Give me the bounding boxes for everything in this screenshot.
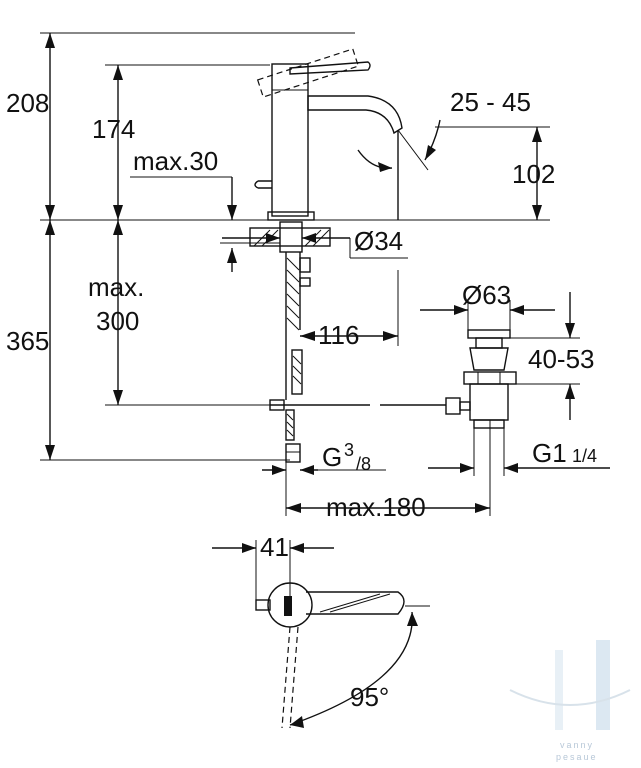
dim-diameter-63 (420, 300, 555, 330)
dim-label-180: max.180 (326, 492, 426, 522)
dim-label-40-53: 40-53 (528, 344, 595, 374)
dim-label-max30: max.30 (133, 146, 218, 176)
dim-40-53 (510, 292, 580, 420)
dim-label-g-den: /8 (356, 454, 371, 474)
dim-label-max: max. (88, 272, 144, 302)
dim-label-208: 208 (6, 88, 49, 118)
watermark-bar-2 (555, 650, 563, 730)
dim-label-g1-frac: 1/4 (572, 446, 597, 466)
dim-label-300: 300 (96, 306, 139, 336)
dim-label-41: 41 (260, 532, 289, 562)
waste-assembly (445, 329, 517, 429)
dim-365 (45, 220, 55, 460)
dim-max30 (130, 176, 280, 272)
deck-section (249, 221, 331, 400)
faucet-side-view (254, 48, 403, 221)
dim-label-174: 174 (92, 114, 135, 144)
dim-label-g-num: 3 (344, 440, 354, 460)
hose-assembly (269, 399, 446, 463)
dim-label-angle: 25 - 45 (450, 87, 531, 117)
dim-angle (357, 119, 441, 220)
dim-g38 (262, 465, 386, 475)
watermark-bar (596, 640, 610, 730)
dim-174 (113, 65, 123, 220)
dim-diameter-34 (222, 233, 408, 259)
dim-label-g1: G1 (532, 438, 567, 468)
dim-label-g: G (322, 442, 342, 472)
watermark-arc (509, 689, 631, 706)
dim-label-63: Ø63 (462, 280, 511, 310)
dim-label-365: 365 (6, 326, 49, 356)
watermark-text-2: pesaue (556, 752, 598, 762)
dim-max180 (285, 420, 491, 516)
dim-300 (113, 220, 123, 405)
dim-label-95: 95° (350, 682, 389, 712)
watermark: vanny pesaue (509, 640, 631, 762)
dim-g114 (428, 428, 610, 476)
dim-label-34: Ø34 (354, 226, 403, 256)
top-view-center-mark (284, 596, 292, 616)
watermark-text-1: vanny (560, 740, 594, 750)
dim-208 (45, 33, 55, 220)
dim-label-102: 102 (512, 159, 555, 189)
dim-116 (300, 270, 399, 346)
dim-label-116: 116 (318, 320, 359, 350)
faucet-top-view (212, 540, 430, 729)
dim-102 (532, 127, 542, 220)
